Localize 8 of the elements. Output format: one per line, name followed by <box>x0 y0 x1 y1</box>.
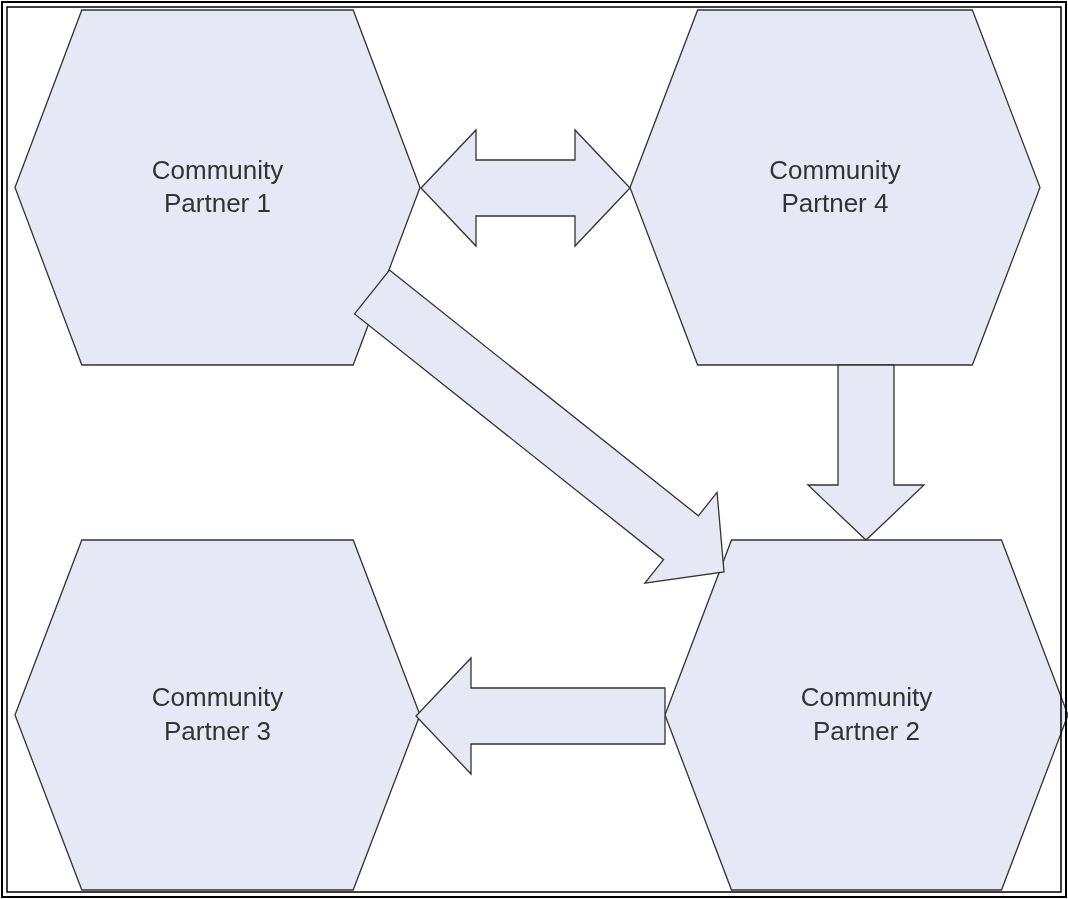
block-arrow <box>353 269 725 585</box>
node-label: Community Partner 3 <box>150 681 285 748</box>
node-label: Community Partner 1 <box>150 153 285 221</box>
block-arrow <box>806 364 926 541</box>
node-label: Community Partner 2 <box>799 681 934 748</box>
block-arrow <box>415 656 666 776</box>
node-label: Community Partner 4 <box>768 153 902 221</box>
block-arrow <box>420 128 631 248</box>
